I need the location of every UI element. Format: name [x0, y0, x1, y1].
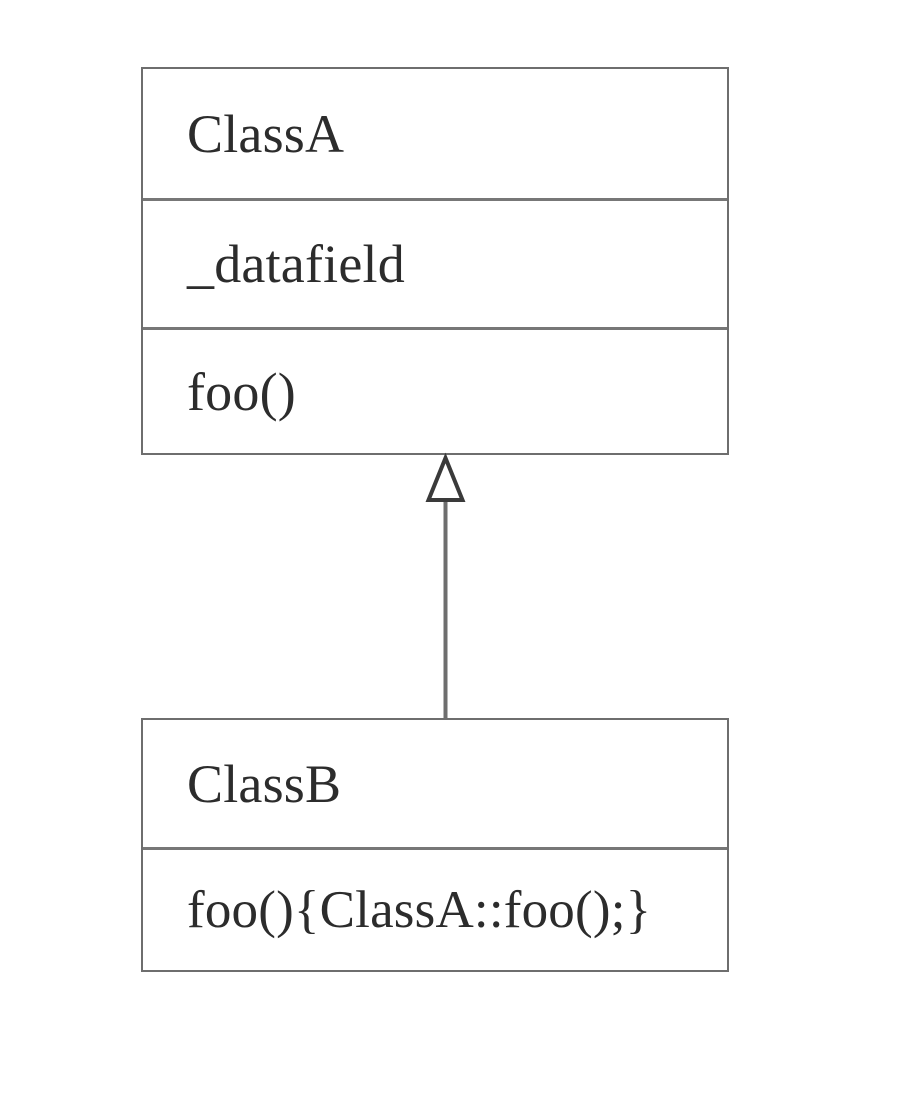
uml-class-classb[interactable]: ClassB foo(){ClassA::foo();} [141, 718, 729, 972]
class-name-label: ClassB [187, 753, 342, 814]
class-name-compartment: ClassA [143, 69, 727, 198]
class-operations-compartment: foo(){ClassA::foo();} [143, 847, 727, 970]
class-name-label: ClassA [187, 103, 345, 164]
class-attributes-compartment: _datafield [143, 198, 727, 327]
class-name-compartment: ClassB [143, 720, 727, 847]
generalization-connector[interactable] [412, 450, 480, 725]
class-operation-item: foo() [187, 361, 296, 422]
class-attribute-item: _datafield [187, 234, 405, 294]
class-operations-compartment: foo() [143, 327, 727, 453]
class-operation-item: foo(){ClassA::foo();} [187, 881, 652, 939]
uml-class-classa[interactable]: ClassA _datafield foo() [141, 67, 729, 455]
hollow-triangle-arrowhead-icon [425, 452, 466, 502]
